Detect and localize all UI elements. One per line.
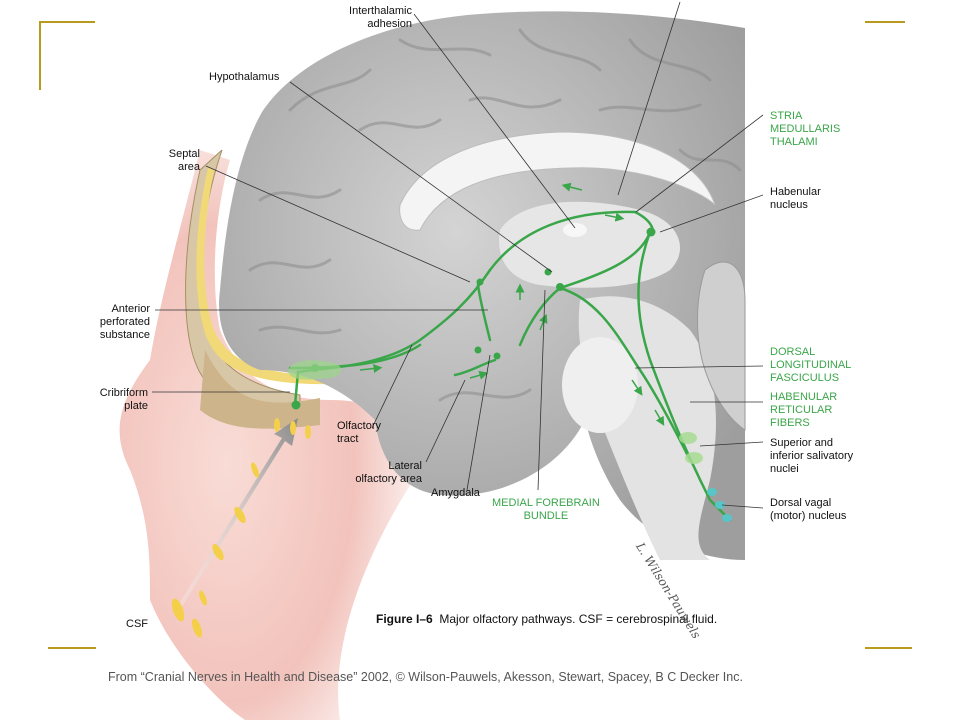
olfactory-bulb: [288, 360, 342, 380]
label-lateral-olfactory-area: Lateral olfactory area: [355, 460, 422, 485]
label-amygdala: Amygdala: [431, 487, 480, 499]
salivatory-nuclei: [679, 432, 703, 464]
frame-corners: [39, 21, 912, 649]
pathway-arrows: [359, 182, 665, 426]
label-salivatory-nuclei: Superior and inferior salivatory nuclei: [770, 437, 854, 475]
leader-lines: [152, 1, 764, 509]
cribriform-region: [200, 350, 320, 429]
label-hypothalamus: Hypothalamus: [209, 71, 280, 83]
label-dorsal-longitudinal-fasciculus: DORSAL LONGITUDINAL FASCICULUS: [770, 346, 852, 384]
source-citation: From “Cranial Nerves in Health and Disea…: [108, 670, 743, 684]
figure-caption-text: Major olfactory pathways. CSF = cerebros…: [439, 612, 718, 626]
corpus-callosum: [399, 131, 716, 231]
label-interthalamic-adhesion: Interthalamic adhesion: [349, 5, 412, 30]
label-cribriform-plate: Cribriform plate: [99, 387, 148, 412]
cerebellum: [697, 261, 746, 431]
label-olfactory-tract: Olfactory tract: [337, 420, 382, 445]
label-medial-forebrain-bundle: MEDIAL FOREBRAIN BUNDLE: [492, 497, 600, 522]
label-csf: CSF: [126, 618, 148, 630]
label-septal-area: Septal area: [168, 148, 200, 173]
label-anterior-perforated-substance: Anterior perforated substance: [99, 303, 150, 341]
label-habenular-reticular-fibers: HABENULAR RETICULAR FIBERS: [770, 391, 838, 429]
figure-caption: Figure I–6 Major olfactory pathways. CSF…: [376, 612, 717, 626]
pons: [562, 337, 638, 433]
gyri: [248, 28, 742, 402]
label-habenular-nucleus: Habenular nucleus: [770, 186, 821, 211]
interthalamic-adhesion-shape: [563, 223, 587, 237]
dorsal-vagal-nucleus: [707, 488, 732, 522]
label-stria-medullaris-thalami: STRIA MEDULLARIS THALAMI: [770, 110, 841, 148]
label-dorsal-vagal-nucleus: Dorsal vagal (motor) nucleus: [770, 497, 847, 522]
figure-number: Figure I–6: [376, 612, 433, 626]
csf-drops: [171, 418, 311, 638]
